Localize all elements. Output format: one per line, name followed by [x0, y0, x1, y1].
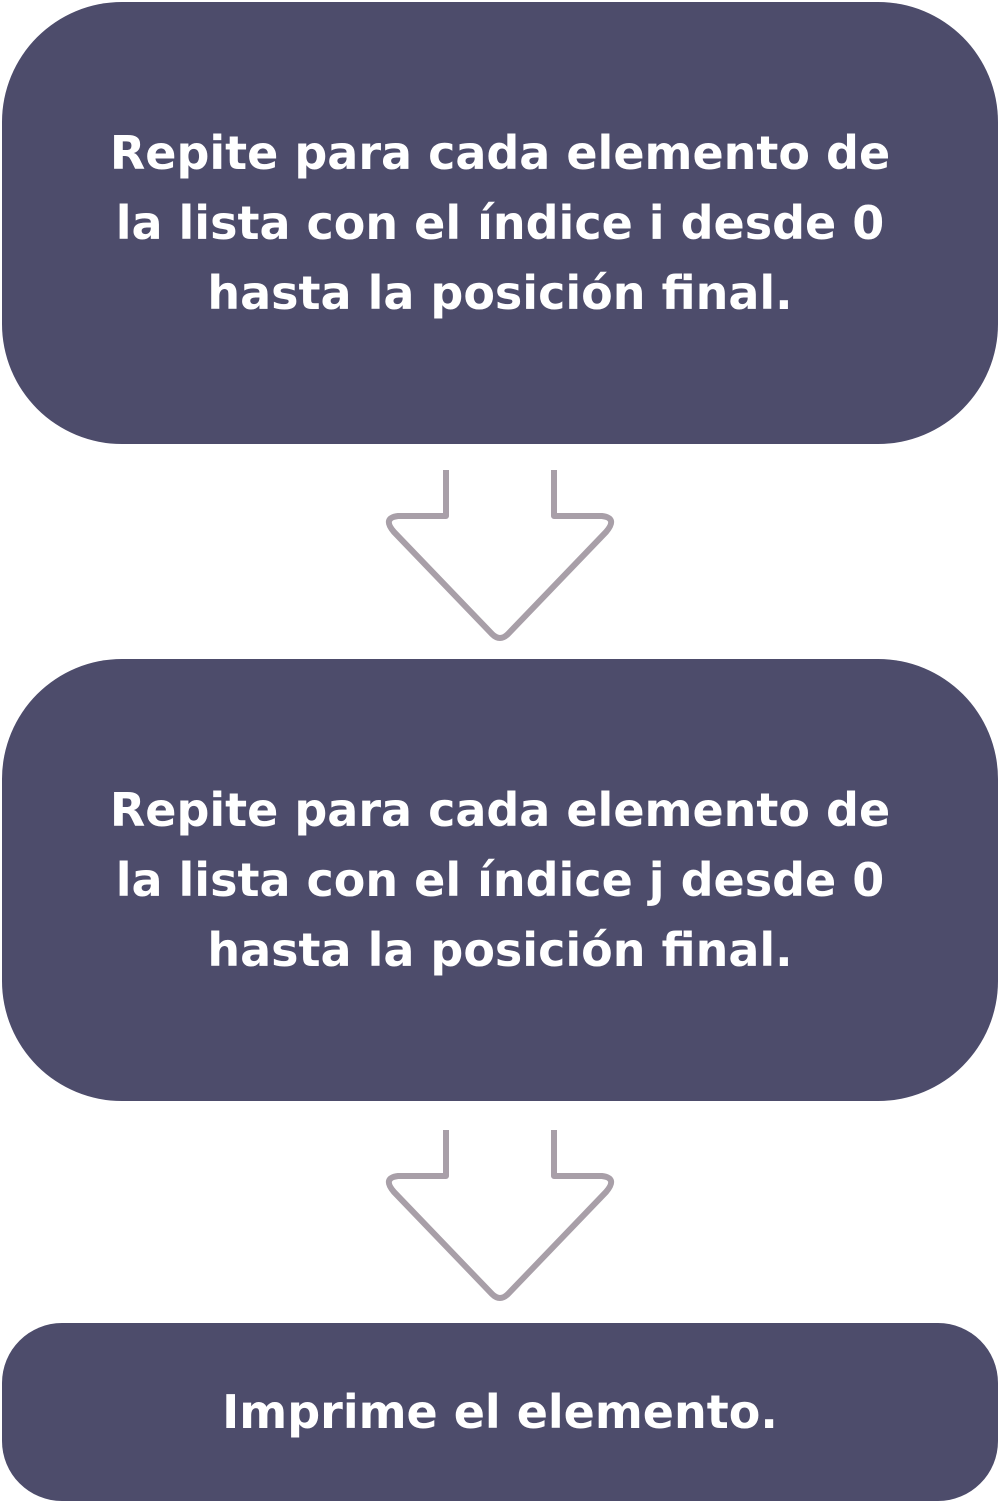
down-arrow-icon: [385, 1130, 615, 1301]
flow-step-inner-loop: Repite para cada elemento de la lista co…: [2, 659, 998, 1101]
flow-step-outer-loop-text: Repite para cada elemento de la lista co…: [109, 126, 891, 320]
down-arrow-icon: [385, 470, 615, 641]
flow-step-outer-loop: Repite para cada elemento de la lista co…: [2, 2, 998, 444]
flow-step-print: Imprime el elemento.: [2, 1323, 998, 1501]
flow-step-inner-loop-text: Repite para cada elemento de la lista co…: [109, 783, 891, 977]
flow-step-print-text: Imprime el elemento.: [222, 1385, 778, 1439]
